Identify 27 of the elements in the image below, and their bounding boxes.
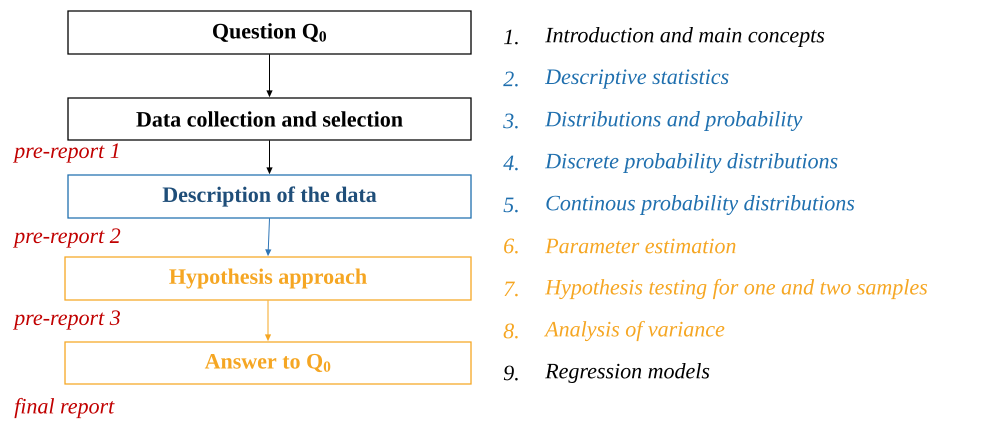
list-item: Introduction and main concepts (545, 27, 824, 47)
list-item: Distributions and probability (544, 111, 802, 132)
report-label: pre-report 2 (12, 228, 120, 248)
list-number: 3. (503, 114, 518, 128)
process-box: Question Q$_{0}$ (67, 10, 472, 55)
list-item: Continous probability distributions (546, 195, 854, 216)
report-label: pre-report 3 (12, 310, 120, 330)
list-item: Parameter estimation (545, 238, 736, 254)
process-box: Data collection and selection (67, 97, 472, 141)
process-box: Answer to Q$_{0}$ (64, 341, 472, 385)
report-label: final report (14, 398, 115, 418)
list-number: 8. (504, 324, 518, 338)
process-box: Description of the data (67, 174, 472, 219)
list-number: 4. (503, 156, 518, 170)
list-number: 6. (504, 238, 518, 254)
report-label: pre-report 1 (12, 143, 118, 163)
process-box: Hypothesis approach (64, 256, 472, 301)
list-item: Regression models (545, 363, 710, 383)
list-number: 2. (503, 72, 518, 86)
list-item: Discrete probability distributions (544, 153, 838, 174)
list-item: Descriptive statistics (544, 69, 728, 89)
list-number: 1. (504, 30, 518, 44)
list-number: 7. (504, 282, 518, 296)
list-item: Analysis of variance (544, 320, 724, 342)
list-item: Hypothesis testing for one and two samples (544, 278, 928, 300)
list-number: 5. (504, 198, 518, 212)
list-number: 9. (504, 366, 518, 380)
